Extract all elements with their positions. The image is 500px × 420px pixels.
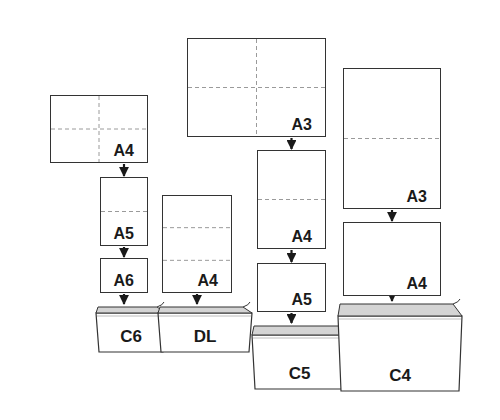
paper-size-label: A4: [112, 142, 136, 160]
fold-arrow: [290, 313, 292, 323]
fold-arrow: [290, 138, 292, 149]
paper-sheet: A3: [187, 38, 326, 137]
paper-size-label: A3: [290, 116, 314, 134]
envelope: C4: [337, 302, 463, 392]
envelope-size-label: C6: [95, 327, 167, 347]
fold-arrow: [391, 210, 393, 221]
paper-size-label: A5: [112, 225, 136, 243]
fold-arrow: [391, 297, 393, 301]
paper-sheet: A4: [162, 195, 232, 293]
envelope-size-label: C4: [337, 366, 463, 386]
paper-sheet: A4: [50, 95, 148, 163]
paper-size-label: A4: [290, 228, 314, 246]
paper-sheet: A3: [343, 68, 441, 209]
paper-sheet: A4: [257, 150, 326, 249]
paper-sheet: A5: [257, 263, 326, 312]
paper-sheet: A4: [343, 222, 441, 296]
paper-sheet: A5: [100, 177, 148, 246]
paper-sheet: A6: [100, 258, 148, 293]
fold-arrow: [123, 164, 125, 176]
fold-arrow: [196, 294, 198, 304]
fold-arrow: [123, 247, 125, 257]
fold-arrow: [123, 294, 125, 304]
paper-size-label: A5: [290, 291, 314, 309]
paper-size-label: A4: [405, 275, 429, 293]
envelope: DL: [157, 305, 253, 353]
envelope-size-label: C5: [251, 364, 348, 384]
paper-size-label: A6: [112, 272, 136, 290]
paper-size-label: A4: [196, 272, 220, 290]
paper-size-label: A3: [405, 188, 429, 206]
fold-arrow: [290, 250, 292, 262]
envelope: C6: [95, 305, 167, 353]
envelope: C5: [251, 324, 348, 390]
envelope-size-label: DL: [157, 327, 253, 347]
